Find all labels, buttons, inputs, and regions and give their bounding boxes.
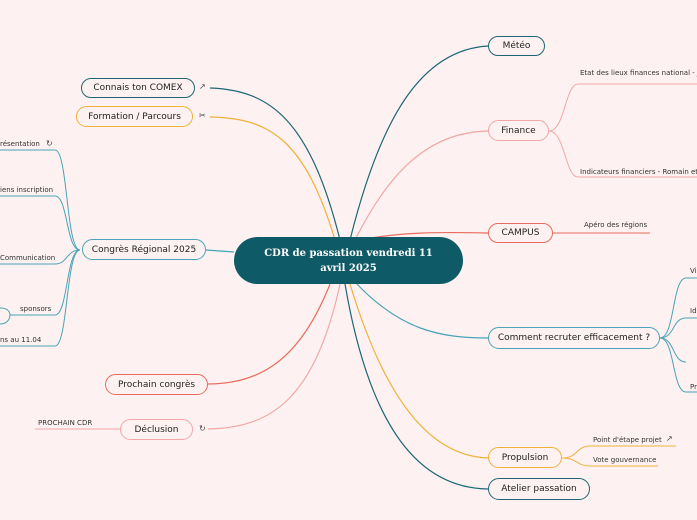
leaf-propulsion-vote[interactable]: Vote gouvernance — [593, 456, 657, 464]
external-link-icon[interactable]: ↗ — [666, 434, 673, 443]
branch-campus-label: CAMPUS — [501, 228, 540, 238]
branch-atelier-passation[interactable]: Atelier passation — [488, 478, 590, 500]
leaf-finance-etat[interactable]: Etat des lieux finances national - Ju — [580, 69, 697, 77]
branch-meteo[interactable]: Météo — [488, 36, 545, 56]
branch-formation-label: Formation / Parcours — [88, 111, 181, 122]
leaf-congres-inscription[interactable]: iens inscription — [0, 186, 54, 194]
branch-propulsion[interactable]: Propulsion — [488, 447, 562, 468]
external-link-icon[interactable]: ↗ — [199, 82, 206, 91]
attachment-icon[interactable]: ✂ — [199, 111, 206, 120]
leaf-congres-11-04[interactable]: ns au 11.04 — [0, 336, 42, 344]
leaf-campus-apero[interactable]: Apéro des régions — [584, 221, 648, 229]
branch-comex-label: Connais ton COMEX — [93, 83, 183, 93]
leaf-congres-sponsors[interactable]: sponsors — [20, 305, 52, 313]
leaf-recruter-1[interactable]: Vi — [690, 267, 697, 275]
central-title: CDR de passation vendredi 11 avril 2025 — [264, 247, 433, 274]
branch-formation-parcours[interactable]: Formation / Parcours — [76, 106, 193, 127]
branch-comment-recruter[interactable]: Comment recruter efficacement ? — [488, 327, 660, 349]
branch-declusion-label: Déclusion — [134, 424, 179, 435]
leaf-recruter-2[interactable]: Id — [690, 307, 697, 315]
leaf-congres-presentation[interactable]: résentation — [0, 140, 40, 148]
leaf-finance-indicateurs[interactable]: Indicateurs financiers - Romain et J — [580, 168, 697, 176]
branch-prochain-congres-label: Prochain congrès — [117, 379, 196, 390]
refresh-icon[interactable]: ↻ — [199, 424, 206, 433]
branch-recruter-label: Comment recruter efficacement ? — [497, 333, 651, 343]
leaf-propulsion-point-etape[interactable]: Point d'étape projet — [593, 436, 662, 444]
branch-finance-label: Finance — [501, 125, 536, 136]
leaf-recruter-3[interactable]: Pr — [690, 383, 697, 391]
leaf-congres-communication[interactable]: Communication — [0, 254, 56, 262]
branch-congres-regional-label: Congrès Régional 2025 — [91, 244, 197, 255]
leaf-declusion-prochain-cdr[interactable]: PROCHAIN CDR — [38, 419, 93, 427]
refresh-icon[interactable]: ↻ — [46, 139, 53, 148]
branch-connais-comex[interactable]: Connais ton COMEX — [81, 78, 195, 98]
branch-meteo-label: Météo — [502, 41, 531, 51]
central-topic[interactable]: CDR de passation vendredi 11 avril 2025 — [234, 237, 463, 284]
branch-atelier-label: Atelier passation — [501, 484, 577, 494]
branch-propulsion-label: Propulsion — [501, 452, 549, 463]
branch-finance[interactable]: Finance — [488, 120, 549, 141]
branch-congres-regional[interactable]: Congrès Régional 2025 — [82, 239, 206, 260]
branch-declusion[interactable]: Déclusion — [120, 419, 193, 440]
branch-campus[interactable]: CAMPUS — [488, 223, 553, 243]
branch-prochain-congres[interactable]: Prochain congrès — [105, 374, 208, 395]
